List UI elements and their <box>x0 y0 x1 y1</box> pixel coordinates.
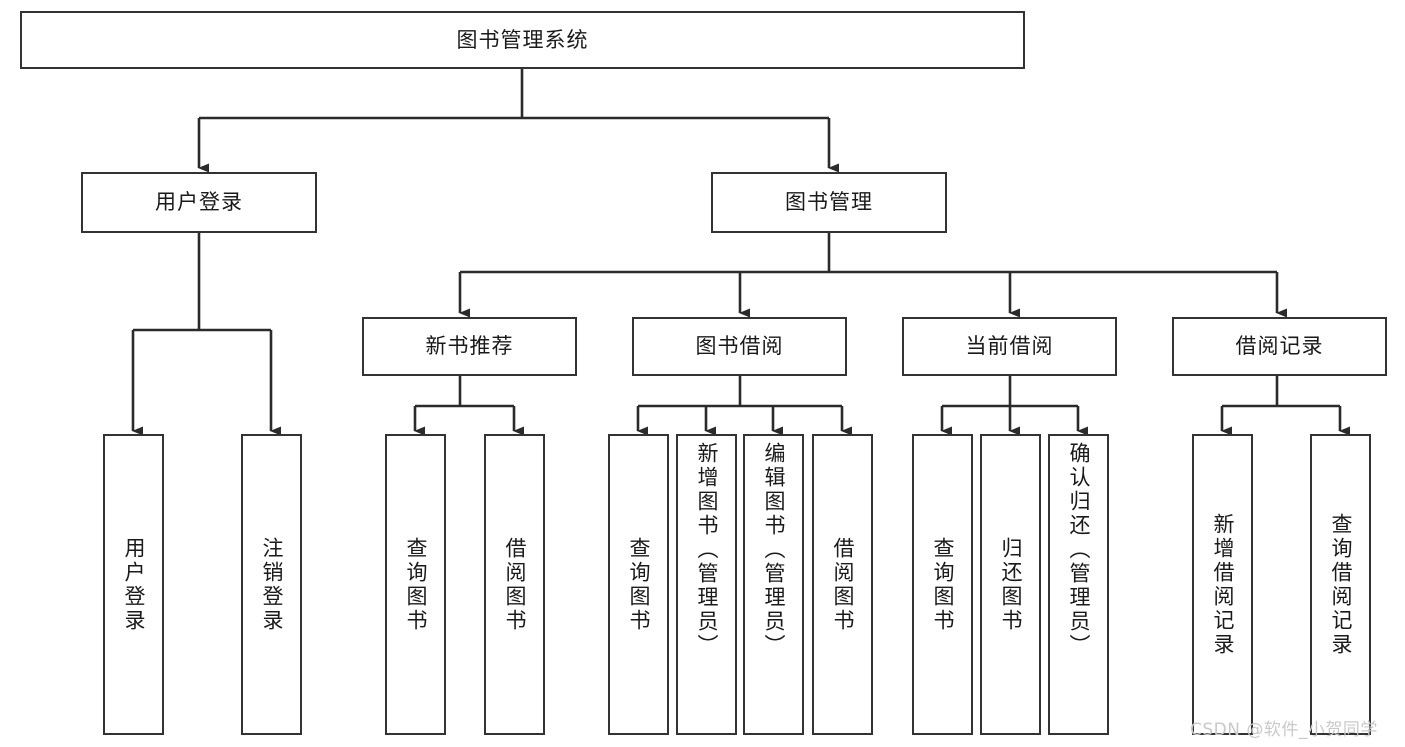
node-leaf-user-login[interactable]: 用户登录 <box>103 434 164 735</box>
node-leaf-return-book[interactable]: 归还图书 <box>980 434 1041 735</box>
node-book-manage[interactable]: 图书管理 <box>711 172 947 233</box>
node-root[interactable]: 图书管理系统 <box>20 11 1025 69</box>
node-new-book-rec-label: 新书推荐 <box>425 334 514 359</box>
node-user-login[interactable]: 用户登录 <box>81 172 317 233</box>
node-leaf-borrow-book-2-label: 借阅图书 <box>831 536 855 633</box>
csdn-watermark: CSDN @软件_小贺同学 <box>1190 720 1378 740</box>
node-leaf-borrow-book-2[interactable]: 借阅图书 <box>812 434 873 735</box>
node-leaf-confirm-return-label: 确认归还（管理员） <box>1067 442 1091 658</box>
node-borrow-record-label: 借阅记录 <box>1235 334 1324 359</box>
node-leaf-confirm-return[interactable]: 确认归还（管理员） <box>1048 434 1109 735</box>
node-leaf-borrow-book-1[interactable]: 借阅图书 <box>484 434 545 735</box>
node-leaf-return-book-label: 归还图书 <box>999 536 1023 633</box>
node-leaf-query-book-1[interactable]: 查询图书 <box>385 434 446 735</box>
node-current-borrow[interactable]: 当前借阅 <box>902 317 1117 376</box>
node-leaf-add-book[interactable]: 新增图书（管理员） <box>676 434 737 735</box>
node-leaf-query-book-3[interactable]: 查询图书 <box>912 434 973 735</box>
node-leaf-user-logout[interactable]: 注销登录 <box>241 434 302 735</box>
node-user-login-label: 用户登录 <box>155 190 243 215</box>
node-book-manage-label: 图书管理 <box>785 190 873 215</box>
node-leaf-query-book-3-label: 查询图书 <box>931 536 955 633</box>
node-leaf-add-book-label: 新增图书（管理员） <box>695 442 719 658</box>
node-leaf-edit-book-label: 编辑图书（管理员） <box>762 442 786 658</box>
node-leaf-borrow-book-1-label: 借阅图书 <box>503 536 527 633</box>
node-leaf-query-record[interactable]: 查询借阅记录 <box>1310 434 1371 735</box>
node-leaf-query-book-1-label: 查询图书 <box>404 536 428 633</box>
node-leaf-user-logout-label: 注销登录 <box>260 536 284 633</box>
node-root-label: 图书管理系统 <box>456 27 589 52</box>
node-leaf-edit-book[interactable]: 编辑图书（管理员） <box>743 434 804 735</box>
node-leaf-user-login-label: 用户登录 <box>122 536 146 633</box>
node-current-borrow-label: 当前借阅 <box>965 334 1054 359</box>
node-book-borrow-label: 图书借阅 <box>695 334 784 359</box>
node-leaf-query-book-2-label: 查询图书 <box>627 536 651 633</box>
node-leaf-add-record[interactable]: 新增借阅记录 <box>1192 434 1253 735</box>
node-book-borrow[interactable]: 图书借阅 <box>632 317 847 376</box>
node-new-book-rec[interactable]: 新书推荐 <box>362 317 577 376</box>
node-leaf-add-record-label: 新增借阅记录 <box>1211 512 1235 657</box>
node-leaf-query-record-label: 查询借阅记录 <box>1329 512 1353 657</box>
node-borrow-record[interactable]: 借阅记录 <box>1172 317 1387 376</box>
node-leaf-query-book-2[interactable]: 查询图书 <box>608 434 669 735</box>
